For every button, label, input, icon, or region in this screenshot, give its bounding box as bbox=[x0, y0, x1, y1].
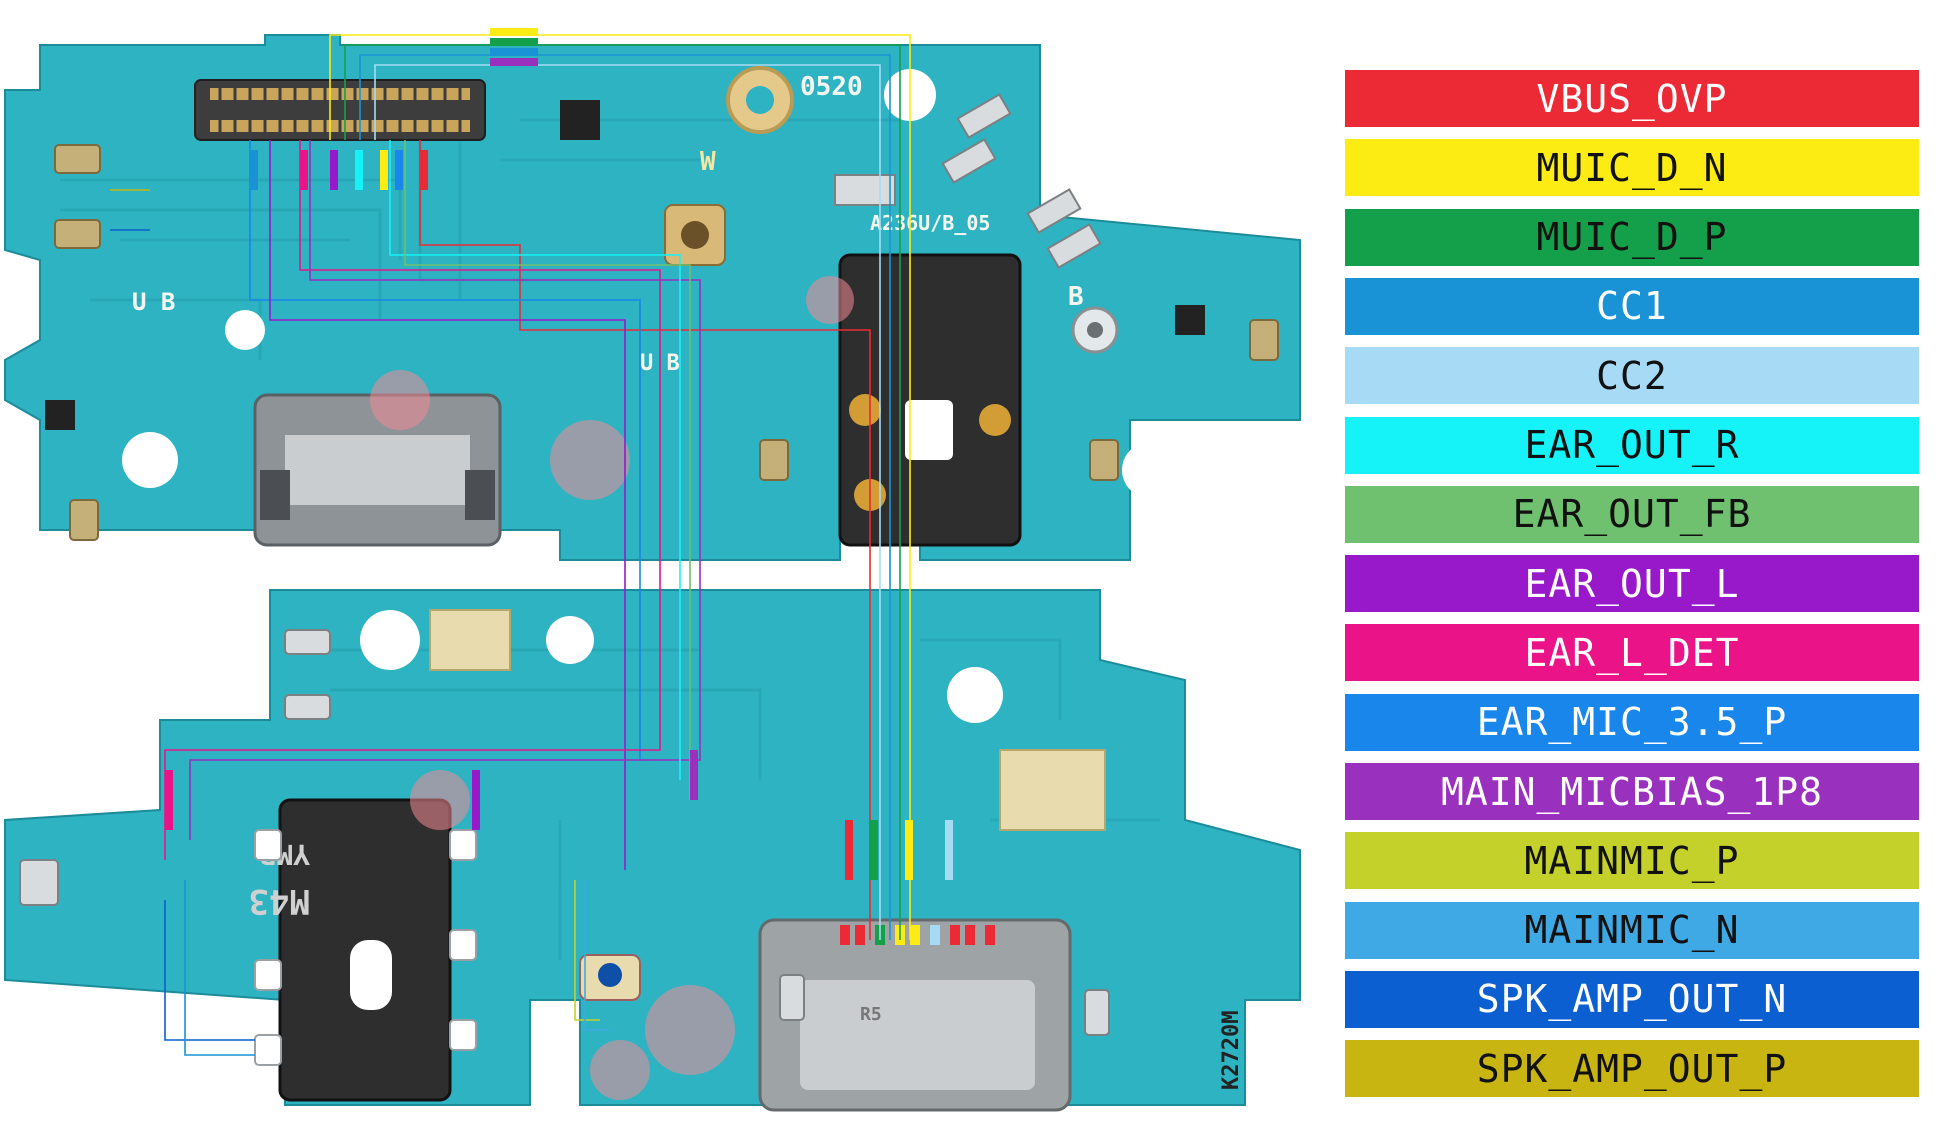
legend-item: SPK_AMP_OUT_N bbox=[1345, 970, 1919, 1028]
legend-item: VBUS_OVP bbox=[1345, 70, 1919, 127]
label-m43: M43 bbox=[249, 881, 310, 921]
label-r5: R5 bbox=[860, 1004, 882, 1025]
top-board: 0520 W A236U/B_05 B U B U B bbox=[4, 34, 1301, 561]
label-w: W bbox=[700, 147, 716, 177]
pcb-board-view: 0520 W A236U/B_05 B U B U B bbox=[4, 28, 1301, 1112]
legend-item: CC2 bbox=[1345, 347, 1919, 405]
legend-item: MAIN_MICBIAS_1P8 bbox=[1345, 763, 1919, 820]
legend-item: EAR_OUT_R bbox=[1345, 416, 1919, 474]
signal-traces bbox=[110, 34, 911, 1056]
label-k2720m: K2720M bbox=[1219, 1011, 1244, 1090]
legend-item: MAINMIC_N bbox=[1345, 901, 1919, 959]
legend-item: EAR_MIC_3.5_P bbox=[1345, 693, 1919, 751]
bottom-board: YMB M43 R5 K2720M bbox=[4, 589, 1301, 1112]
legend-item: MUIC_D_P bbox=[1345, 208, 1919, 266]
legend-item: EAR_L_DET bbox=[1345, 624, 1919, 682]
legend-item: CC1 bbox=[1345, 277, 1919, 335]
legend-item: SPK_AMP_OUT_P bbox=[1345, 1040, 1919, 1098]
label-b: B bbox=[1068, 282, 1084, 312]
legend-item: EAR_OUT_FB bbox=[1345, 485, 1919, 543]
board-model-label: A236U/B_05 bbox=[870, 211, 990, 235]
legend-item: MUIC_D_N bbox=[1345, 139, 1919, 197]
board-code-label: 0520 bbox=[800, 72, 863, 102]
legend-item: EAR_OUT_L bbox=[1345, 555, 1919, 613]
label-ub-left: U B bbox=[132, 288, 175, 316]
legend-item: MAINMIC_P bbox=[1345, 832, 1919, 890]
